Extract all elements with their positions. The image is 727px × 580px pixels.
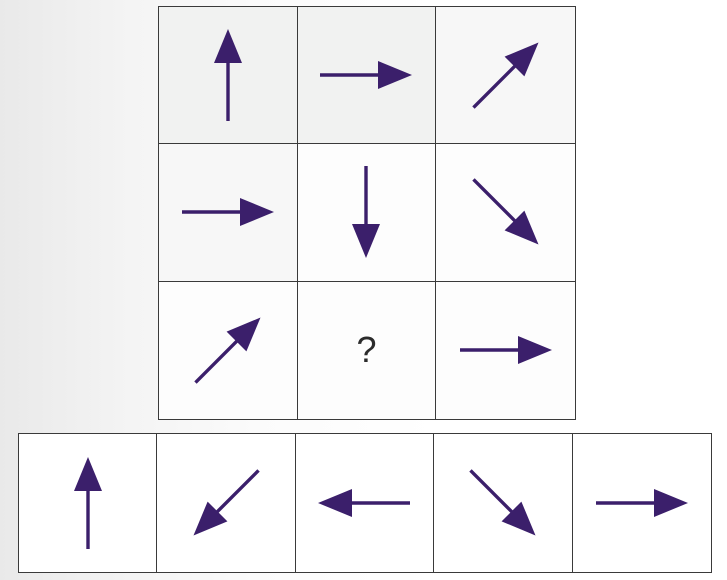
arrow-right-icon <box>320 61 413 90</box>
question-mark: ? <box>356 329 377 371</box>
grid-cell-4 <box>159 144 298 282</box>
grid-cell-missing: ? <box>297 281 437 419</box>
arrow-down-icon <box>352 166 381 259</box>
arrow-down-left-icon <box>193 469 260 536</box>
grid-cell-9 <box>436 281 575 419</box>
puzzle-grid: ? <box>158 6 576 420</box>
grid-cell-5 <box>297 144 437 282</box>
grid-cell-2 <box>297 7 437 145</box>
arrow-left-icon <box>318 489 411 517</box>
arrow-right-icon <box>459 336 552 365</box>
arrow-up-icon <box>213 29 242 122</box>
grid-cell-6 <box>436 144 575 282</box>
grid-cell-1 <box>159 7 298 145</box>
arrow-right-icon <box>595 489 688 517</box>
grid-cell-7 <box>159 281 298 419</box>
arrow-down-right-icon <box>471 178 539 246</box>
option-3[interactable] <box>296 434 435 572</box>
arrow-up-right-icon <box>471 42 539 109</box>
option-4[interactable] <box>434 434 573 572</box>
grid-cell-3 <box>436 7 575 145</box>
arrow-up-right-icon <box>194 317 261 385</box>
arrow-right-icon <box>181 198 274 227</box>
option-1[interactable] <box>19 434 158 572</box>
answer-options <box>18 433 712 573</box>
option-5[interactable] <box>573 434 711 572</box>
arrow-up-icon <box>73 457 102 549</box>
arrow-down-right-icon <box>469 469 536 536</box>
option-2[interactable] <box>157 434 296 572</box>
